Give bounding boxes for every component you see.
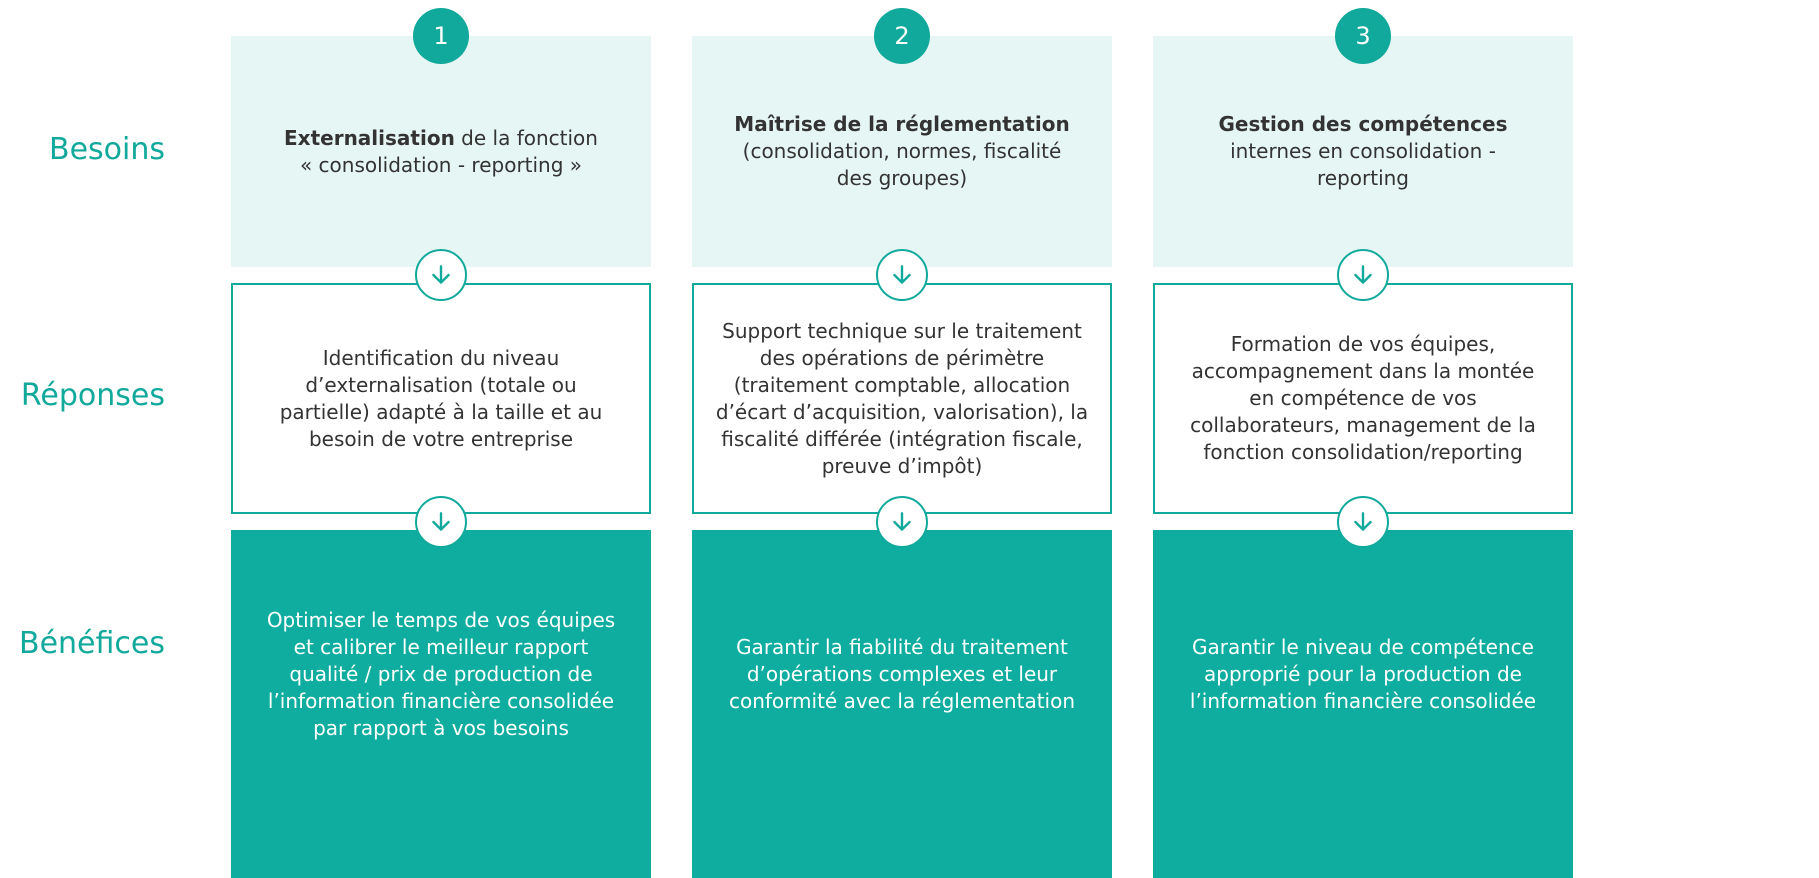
need-bold-text: Externalisation	[284, 125, 455, 150]
need-box: Externalisation de la fonction « consoli…	[231, 36, 651, 267]
column-3: Gestion des compétences internes en cons…	[1153, 0, 1573, 878]
column-2: Maîtrise de la réglementation (consolida…	[692, 0, 1112, 878]
row-label-benefits: Bénéfices	[19, 626, 165, 661]
benefit-box: Garantir le niveau de compétence appropr…	[1153, 530, 1573, 878]
benefit-text: Optimiser le temps de vos équipes et cal…	[266, 607, 616, 740]
need-bold-text: Maîtrise de la réglementation	[734, 112, 1070, 136]
response-text: Identification du niveau d’externalisati…	[279, 345, 603, 451]
response-text: Support technique sur le traitement des …	[715, 318, 1089, 478]
column-1: Externalisation de la fonction « consoli…	[231, 0, 651, 878]
response-text: Formation de vos équipes, accompagnement…	[1190, 332, 1536, 464]
arrow-down-icon	[415, 496, 467, 548]
need-box: Maîtrise de la réglementation (consolida…	[692, 36, 1112, 267]
arrow-down-icon	[876, 496, 928, 548]
need-rest-text: (consolidation, normes, fiscalité des gr…	[742, 139, 1062, 190]
response-box: Formation de vos équipes, accompagnement…	[1153, 283, 1573, 514]
arrow-down-icon	[415, 249, 467, 301]
step-number-badge: 1	[413, 8, 469, 64]
benefit-box: Optimiser le temps de vos équipes et cal…	[231, 530, 651, 878]
need-text: Maîtrise de la réglementation (consolida…	[734, 111, 1069, 192]
benefit-box: Garantir la fiabilité du traitement d’op…	[692, 530, 1112, 878]
step-number-badge: 3	[1335, 8, 1391, 64]
response-box: Identification du niveau d’externalisati…	[231, 283, 651, 514]
need-bold-text: Gestion des compétences	[1218, 112, 1508, 136]
step-number-badge: 2	[874, 8, 930, 64]
arrow-down-icon	[1337, 249, 1389, 301]
need-rest-text: internes en consolidation - reporting	[1230, 139, 1496, 190]
benefit-text: Garantir le niveau de compétence appropr…	[1189, 634, 1537, 713]
arrow-down-icon	[876, 249, 928, 301]
row-label-responses: Réponses	[20, 378, 165, 413]
row-label-needs: Besoins	[48, 132, 165, 167]
response-box: Support technique sur le traitement des …	[692, 283, 1112, 514]
need-text: Externalisation de la fonction « consoli…	[284, 125, 598, 179]
arrow-down-icon	[1337, 496, 1389, 548]
need-rest-text: de la fonction « consolidation - reporti…	[299, 125, 598, 177]
need-text: Gestion des compétences internes en cons…	[1219, 111, 1508, 192]
benefit-text: Garantir la fiabilité du traitement d’op…	[728, 634, 1076, 713]
need-box: Gestion des compétences internes en cons…	[1153, 36, 1573, 267]
